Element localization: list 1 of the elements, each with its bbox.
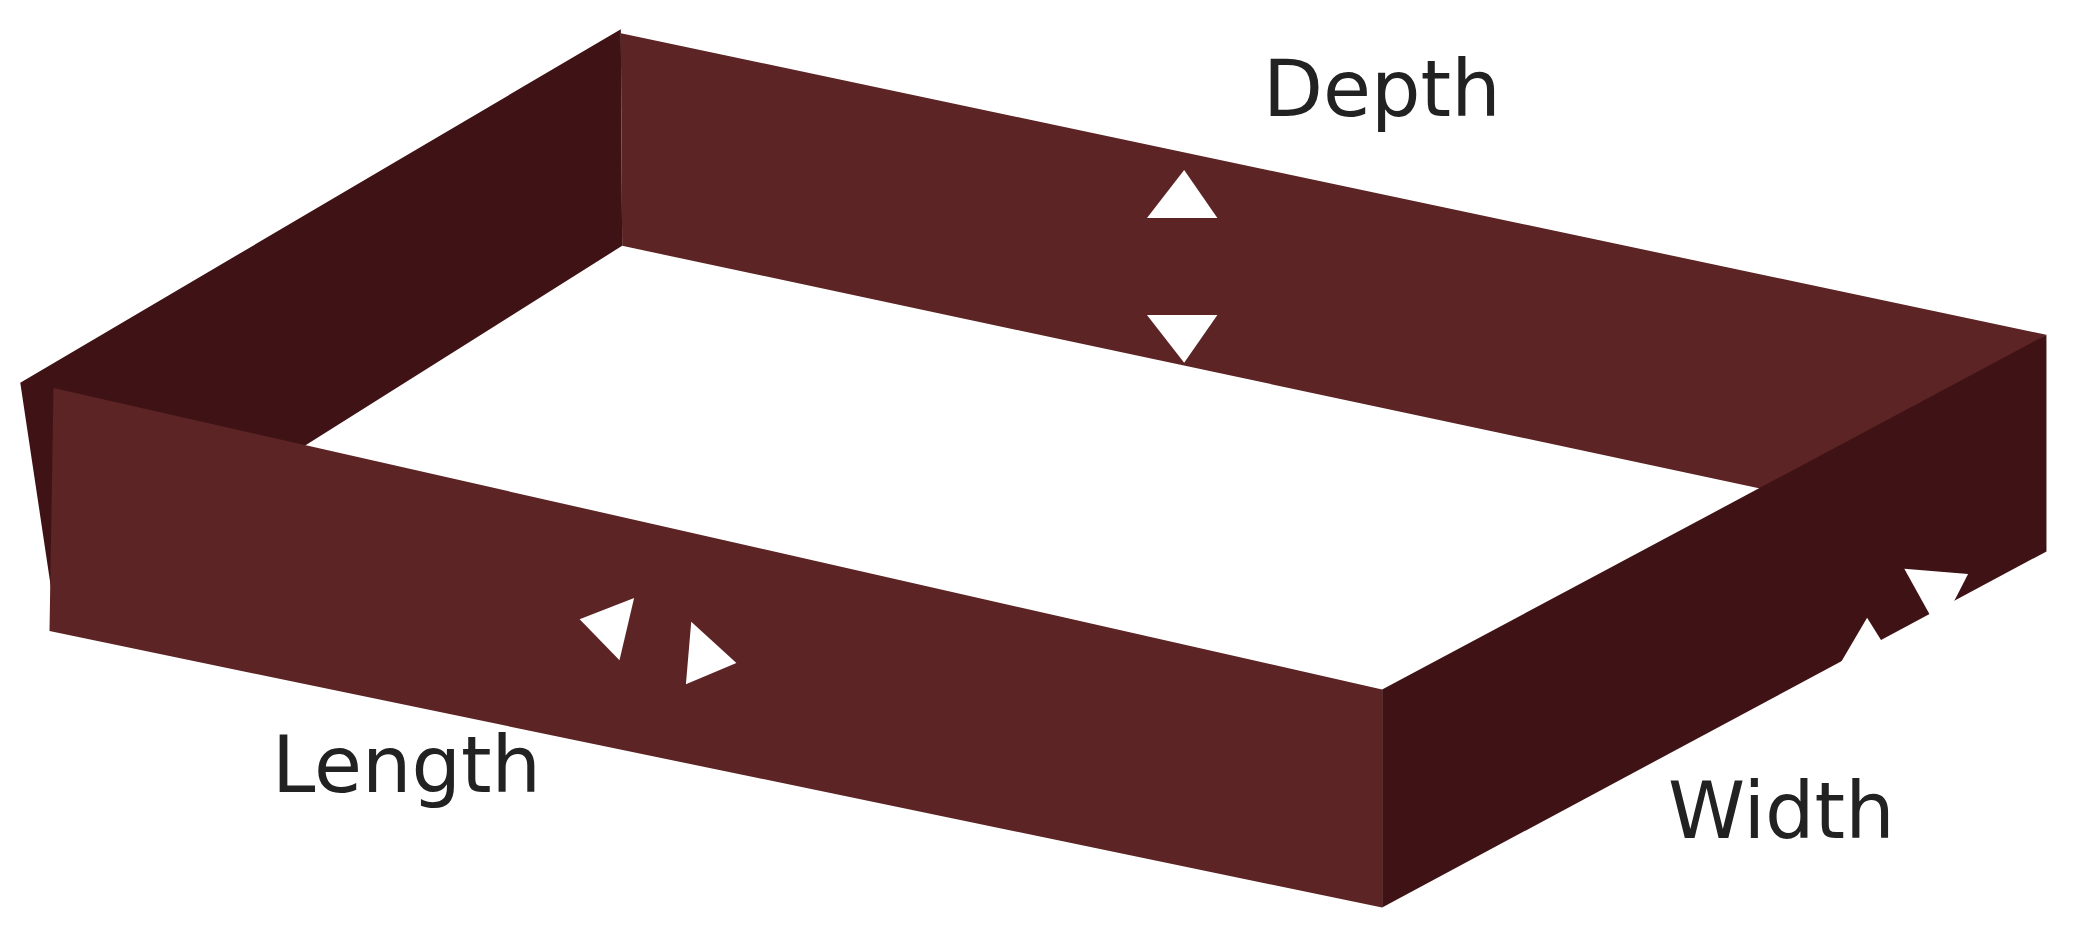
dimension-label: Width: [1668, 772, 1895, 850]
